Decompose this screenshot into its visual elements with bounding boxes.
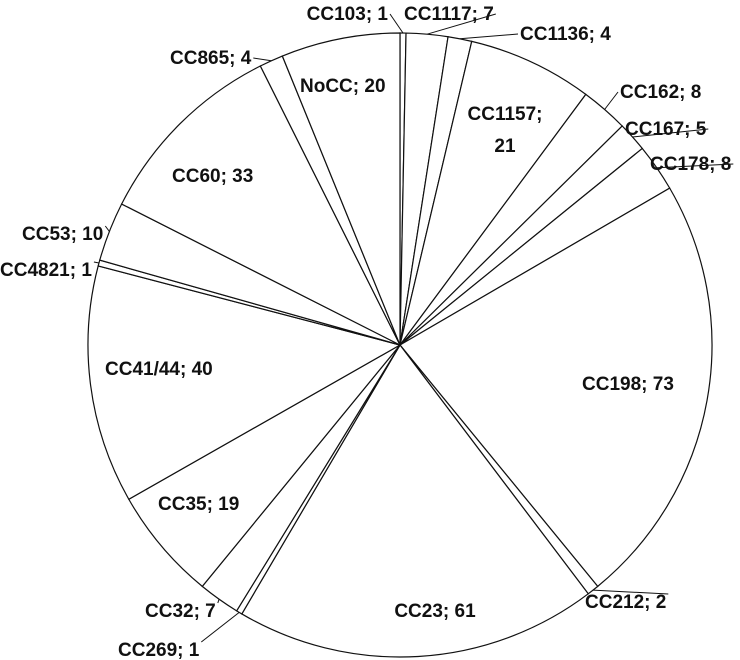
slice-label-cc60: CC60; 33 — [172, 166, 253, 187]
pie-slice-cc41-44 — [87, 265, 402, 501]
slice-label-cc1117: CC1117; 7 — [404, 4, 494, 25]
slice-label-cc35: CC35; 19 — [158, 494, 239, 515]
slice-label-cc198: CC198; 73 — [582, 374, 674, 395]
pie-slice-nocc — [281, 32, 401, 346]
pie-slice-cc198 — [399, 187, 713, 588]
slice-label-cc4821: CC4821; 1 — [0, 260, 92, 281]
slice-label-cc269: CC269; 1 — [118, 640, 200, 660]
slice-label-cc103: CC103; 1 — [307, 4, 389, 25]
leader-line-cc53 — [104, 225, 110, 232]
pie-slice-cc1157 — [399, 40, 587, 346]
slice-label-cc53: CC53; 10 — [22, 224, 103, 245]
slice-label-cc178: CC178; 8 — [650, 154, 731, 175]
leader-line-cc167 — [632, 128, 709, 138]
slice-label-cc1157: CC1157; — [468, 104, 543, 125]
slice-label-cc41-44: CC41/44; 40 — [105, 359, 213, 380]
leader-line-cc178 — [656, 163, 734, 169]
slice-label-cc1157-value: 21 — [494, 136, 516, 157]
slice-label-cc865: CC865; 4 — [170, 48, 252, 69]
slice-label-cc212: CC212; 2 — [585, 592, 666, 613]
pie-slice-cc60 — [120, 65, 402, 347]
slice-label-nocc: NoCC; 20 — [300, 76, 386, 97]
slice-label-cc23: CC23; 61 — [394, 601, 476, 622]
pie-slices — [87, 32, 713, 658]
leader-line-cc162 — [604, 91, 619, 110]
pie-slice-cc23 — [241, 343, 590, 658]
slice-labels: CC103; 1 CC1117; 7 CC1136; 4 CC1157; 21 CC162… — [0, 4, 731, 660]
slice-label-cc32: CC32; 7 — [145, 601, 216, 622]
leader-line-cc32 — [217, 599, 220, 604]
slice-label-cc162: CC162; 8 — [620, 82, 701, 103]
leader-line-cc1117 — [426, 13, 496, 35]
leader-line-cc212 — [592, 589, 669, 595]
leader-line-cc4821 — [93, 261, 100, 264]
leader-line-cc269 — [200, 612, 240, 643]
leader-line-cc865 — [253, 57, 272, 62]
leader-lines — [93, 13, 734, 643]
leader-line-cc103 — [389, 13, 404, 34]
slice-label-cc167: CC167; 5 — [625, 119, 707, 140]
leader-line-cc1136 — [459, 33, 519, 40]
slice-label-cc1136: CC1136; 4 — [520, 24, 611, 45]
